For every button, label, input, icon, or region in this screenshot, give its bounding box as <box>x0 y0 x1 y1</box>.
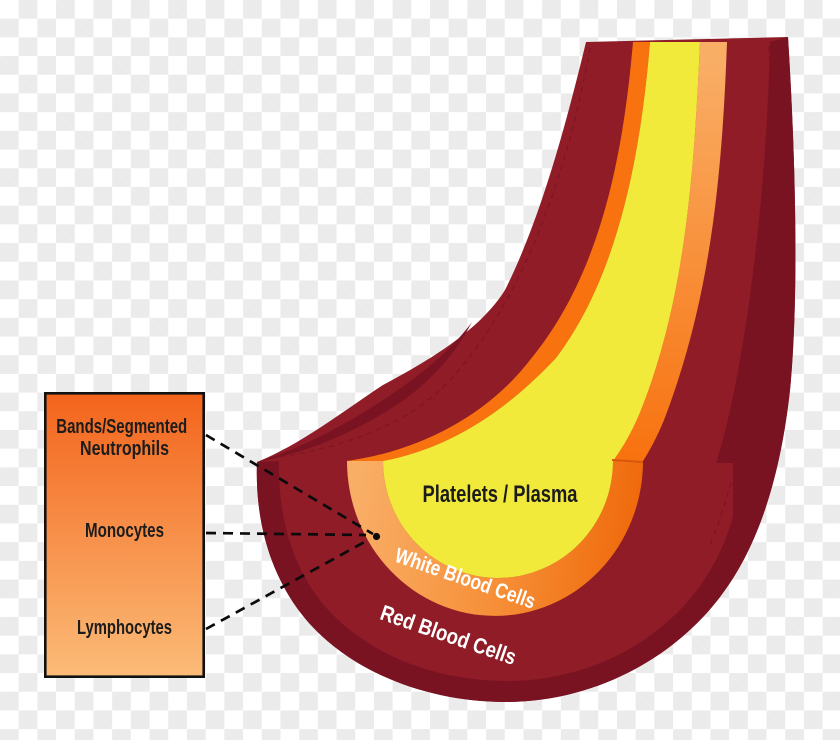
right-wall-dashed-line <box>709 45 773 546</box>
legend-item-monocytes: Monocytes <box>85 520 164 542</box>
connector-neutrophils <box>205 433 374 536</box>
legend-connectors <box>205 433 374 631</box>
left-wall-dashed-line <box>267 47 591 459</box>
plasma-core <box>383 42 700 578</box>
connector-monocytes <box>205 531 367 537</box>
legend-item-neutrophils-line2: Neutrophils <box>80 438 169 460</box>
legend-item-neutrophils-line1: Bands/Segmented <box>56 416 187 438</box>
connector-endpoint-dot <box>372 532 381 541</box>
plasma-label: Platelets / Plasma <box>423 481 578 508</box>
legend-item-lymphocytes: Lymphocytes <box>77 617 172 639</box>
connector-lymphocytes <box>205 537 371 631</box>
legend-item-neutrophils: Bands/Segmented Neutrophils <box>56 416 193 460</box>
wbc-right-band <box>612 42 727 461</box>
legend-box <box>43 391 205 678</box>
wbc-bowl-ring <box>347 461 643 616</box>
cut-seam <box>611 459 644 463</box>
